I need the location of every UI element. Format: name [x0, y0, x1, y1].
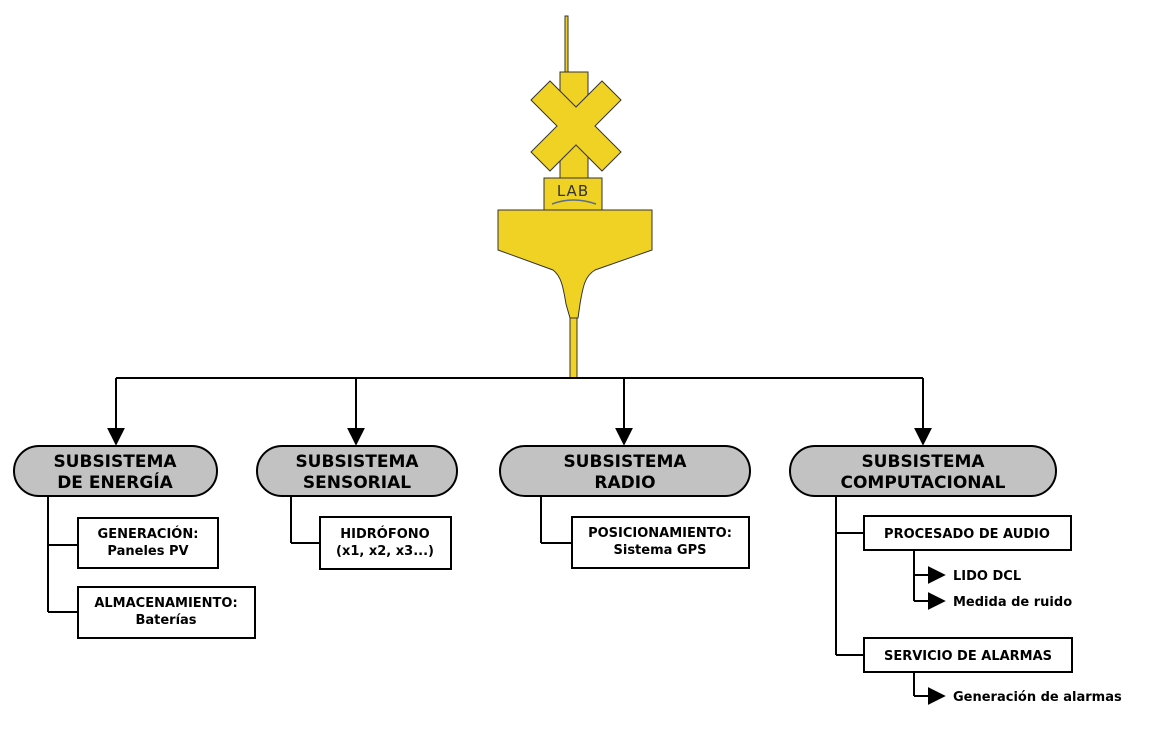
buoy-antenna	[564, 15, 569, 73]
radio-gps-line1: POSICIONAMIENTO:	[588, 526, 732, 541]
energy-title-line1: SUBSISTEMA	[53, 452, 177, 472]
alarm-service-box	[863, 637, 1073, 673]
buoy-hull	[497, 209, 653, 319]
subsystem-energy: SUBSISTEMA DE ENERGÍA GENERACIÓN: Panele…	[13, 445, 256, 639]
audio-processing-child-noise: Medida de ruido	[953, 595, 1072, 610]
sensor-pill	[256, 445, 458, 497]
alarm-service-child-generation: Generación de alarmas	[953, 690, 1122, 705]
buoy-logo-text: LAB	[557, 182, 589, 200]
sensor-title-line2: SENSORIAL	[303, 473, 411, 493]
buoy-illustration: LAB	[497, 15, 653, 379]
radio-pill	[499, 445, 751, 497]
sensor-connectors	[290, 496, 320, 544]
energy-storage-box	[77, 586, 256, 639]
buoy-logo-swoosh	[551, 199, 597, 205]
energy-connectors	[47, 496, 78, 613]
radio-gps-box	[571, 516, 750, 569]
subsystem-radio: SUBSISTEMA RADIO POSICIONAMIENTO: Sistem…	[499, 445, 751, 569]
computational-title-line1: SUBSISTEMA	[861, 452, 985, 472]
radio-gps-line2: Sistema GPS	[614, 543, 707, 558]
audio-processing-box	[863, 515, 1072, 551]
computational-connectors	[835, 496, 946, 705]
energy-generation-line1: GENERACIÓN:	[98, 526, 199, 542]
distribution-connectors	[107, 377, 932, 446]
subsystem-sensor: SUBSISTEMA SENSORIAL HIDRÓFONO (x1, x2, …	[256, 445, 458, 570]
sensor-hydrophone-line1: HIDRÓFONO	[340, 526, 429, 542]
computational-pill	[789, 445, 1057, 497]
energy-generation-box	[77, 517, 219, 569]
audio-processing-child-lido: LIDO DCL	[953, 569, 1021, 584]
energy-storage-line2: Baterías	[135, 613, 196, 628]
energy-storage-line1: ALMACENAMIENTO:	[94, 596, 237, 611]
buoy-cross-marker	[530, 80, 622, 172]
radio-title-line2: RADIO	[594, 473, 655, 493]
energy-generation-line2: Paneles PV	[107, 544, 188, 559]
radio-connectors	[540, 496, 572, 544]
sensor-hydrophone-line2: (x1, x2, x3...)	[336, 544, 434, 559]
computational-title-line2: COMPUTACIONAL	[840, 473, 1005, 493]
sensor-title-line1: SUBSISTEMA	[295, 452, 419, 472]
energy-pill	[13, 445, 218, 497]
subsystem-computational: SUBSISTEMA COMPUTACIONAL PROCESADO DE AU…	[789, 445, 1122, 705]
radio-title-line1: SUBSISTEMA	[563, 452, 687, 472]
buoy-keel	[569, 317, 578, 379]
alarm-service-label: SERVICIO DE ALARMAS	[884, 649, 1052, 664]
energy-title-line2: DE ENERGÍA	[57, 471, 173, 493]
audio-processing-label: PROCESADO DE AUDIO	[884, 527, 1050, 542]
sensor-hydrophone-box	[319, 516, 452, 570]
